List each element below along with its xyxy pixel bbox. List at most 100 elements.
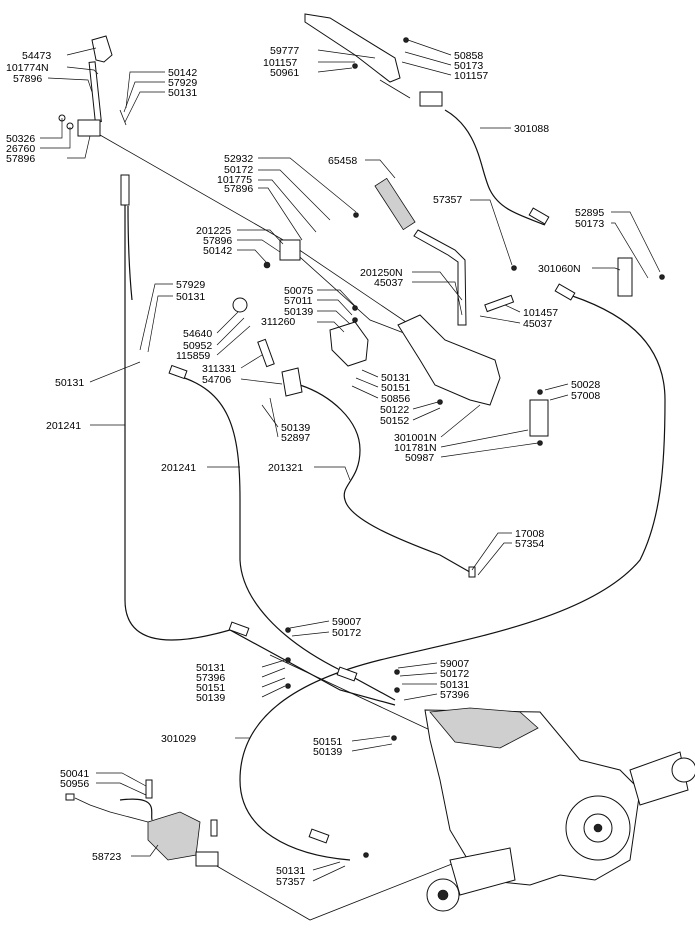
callout-50139b: 50139 [281, 422, 310, 434]
callout-50326: 50326 [6, 133, 35, 145]
adjuster-301060N [554, 283, 576, 301]
callout-50151b: 50151 [196, 682, 225, 694]
callout-57896: 57896 [13, 73, 42, 85]
callout-301088: 301088 [514, 123, 549, 135]
link-line-trans [269, 654, 431, 731]
cable-201321 [299, 384, 476, 576]
callout-50956: 50956 [60, 778, 89, 790]
hw-dot [352, 305, 358, 311]
callout-50152: 50152 [380, 415, 409, 427]
callout-labels: 54473 101774N 57896 50326 26760 57896 50… [6, 45, 604, 888]
callout-50961: 50961 [270, 67, 299, 79]
callout-59777: 59777 [270, 45, 299, 57]
callout-50856: 50856 [381, 393, 410, 405]
transmission-gear-center [593, 823, 603, 833]
callout-57896b: 57896 [6, 153, 35, 165]
cable-301029 [119, 798, 153, 821]
callout-50142: 50142 [168, 67, 197, 79]
adjuster-17008 [468, 566, 476, 578]
callout-311260: 311260 [261, 316, 295, 328]
callout-101457: 101457 [523, 307, 558, 319]
adjuster-left [168, 364, 188, 380]
callout-58723: 58723 [92, 851, 121, 863]
bracket-311260 [329, 321, 369, 367]
callout-54640: 54640 [183, 328, 212, 340]
callout-50151c: 50151 [313, 736, 342, 748]
callout-57396b: 57396 [440, 689, 469, 701]
hw-dot [352, 63, 358, 69]
callout-52932: 52932 [224, 153, 253, 165]
callout-50131g: 50131 [276, 865, 305, 877]
callout-57396: 57396 [196, 672, 225, 684]
callout-26760: 26760 [6, 143, 35, 155]
callout-50139c: 50139 [196, 692, 225, 704]
callout-50142b: 50142 [203, 245, 232, 257]
cable-201241-right [174, 374, 396, 701]
knob-54640 [232, 297, 248, 313]
callout-57357: 57357 [433, 194, 462, 206]
callout-17008: 17008 [515, 528, 544, 540]
callout-50122: 50122 [380, 404, 409, 416]
nut-50142 [263, 261, 271, 269]
callout-101781N: 101781N [394, 442, 437, 454]
callout-50131: 50131 [168, 87, 197, 99]
callout-54473: 54473 [22, 50, 51, 62]
callout-50131b: 50131 [176, 291, 205, 303]
callout-57011: 57011 [284, 295, 313, 307]
callout-57896d: 57896 [203, 235, 232, 247]
callout-50131f: 50131 [440, 679, 469, 691]
callout-50131e: 50131 [196, 662, 225, 674]
cable-301088 [444, 109, 546, 226]
hw-dot [363, 852, 369, 858]
bracket-plate-57008 [529, 399, 549, 437]
connector [65, 793, 75, 801]
wire-lead [74, 797, 149, 823]
part-shapes [58, 13, 695, 912]
callout-50172: 50172 [224, 164, 253, 176]
callout-50952: 50952 [183, 340, 212, 352]
callout-59007: 59007 [332, 616, 361, 628]
hw-dot [391, 735, 397, 741]
lever-spring [119, 109, 127, 126]
parking-lever-link [379, 79, 411, 99]
callout-301060N: 301060N [538, 263, 581, 275]
callout-50173: 50173 [454, 60, 483, 72]
rod-311331 [257, 338, 275, 368]
callout-115859: 115859 [176, 350, 210, 362]
callout-50131c: 50131 [381, 372, 410, 384]
adjuster-mid2 [336, 666, 358, 682]
callout-50139: 50139 [284, 306, 313, 318]
adjuster-bottom [308, 828, 330, 844]
parking-lever-59777 [304, 13, 401, 83]
cable-end-top [120, 174, 130, 206]
callout-201241: 201241 [46, 420, 81, 432]
clevis-201225 [279, 239, 301, 261]
cable-sheath-58723 [147, 811, 201, 861]
axle-hub-right [671, 757, 695, 783]
callout-311331: 311331 [202, 363, 236, 375]
bracket-plate-301060N [617, 257, 633, 297]
hw-dot [659, 274, 665, 280]
hw-dot [353, 212, 359, 218]
bracket-54706 [281, 367, 303, 397]
hw-dot [352, 317, 358, 323]
callout-50172b: 50172 [332, 627, 361, 639]
bracket-top [419, 91, 443, 107]
callout-57357b: 57357 [276, 876, 305, 888]
hw-dot [394, 669, 400, 675]
callout-57929: 57929 [168, 77, 197, 89]
hw-dot [537, 389, 543, 395]
callout-45037: 45037 [374, 277, 403, 289]
hw-dot [537, 440, 543, 446]
callout-101774N: 101774N [6, 62, 49, 74]
bracket-301001N [397, 314, 501, 406]
callout-65458: 65458 [328, 155, 357, 167]
hw-dot [394, 687, 400, 693]
callout-54706: 54706 [202, 374, 231, 386]
callout-57929b: 57929 [176, 279, 205, 291]
callout-50139d: 50139 [313, 746, 342, 758]
hw-dot [511, 265, 517, 271]
hw-dot [285, 657, 291, 663]
pedal-arm [413, 229, 467, 326]
